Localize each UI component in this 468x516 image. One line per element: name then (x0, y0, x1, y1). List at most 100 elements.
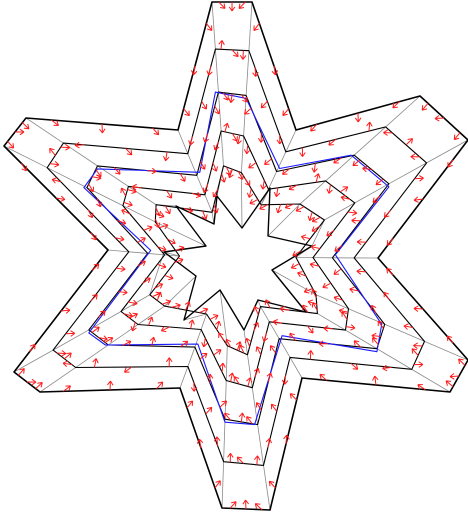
vector-arrow (245, 178, 250, 185)
vector-arrow (184, 109, 190, 116)
vector-arrow (339, 308, 348, 313)
vector-arrow (165, 206, 170, 214)
vector-arrow (202, 101, 207, 109)
vector-arrow (387, 238, 393, 245)
vector-arrow (355, 113, 361, 122)
vector-arrow (215, 106, 220, 114)
vector-field-arrows (8, 2, 465, 510)
mesh-edge (129, 252, 148, 254)
mesh-edge (188, 347, 195, 366)
vector-arrow (411, 154, 420, 160)
vector-arrow (220, 363, 226, 372)
mesh-edge (269, 322, 279, 339)
vector-arrow (200, 308, 208, 313)
vector-arrow (406, 139, 412, 145)
vector-arrow (254, 323, 259, 331)
mesh-edge (205, 195, 212, 212)
mesh-edge (14, 350, 53, 372)
vector-arrow (269, 481, 275, 488)
vector-arrow (384, 210, 390, 217)
nested-star-contours (4, 2, 468, 510)
mesh-edge (226, 346, 227, 381)
mesh-edge (222, 462, 224, 508)
vector-arrow (454, 133, 460, 140)
vector-arrow (187, 401, 193, 408)
vector-arrow (219, 40, 225, 49)
vector-arrow (148, 317, 153, 325)
mesh-edge (258, 425, 264, 466)
vector-arrow (166, 358, 172, 367)
vector-arrow (271, 404, 276, 411)
mesh-edge (220, 290, 227, 346)
vector-arrow (30, 344, 35, 351)
vector-arrow (254, 23, 259, 30)
vector-arrow (334, 269, 341, 274)
vector-arrow (57, 351, 66, 357)
vector-arrow (244, 145, 250, 154)
highlight-loop-path (84, 92, 389, 425)
vector-arrow (243, 500, 249, 509)
mesh-edge (221, 131, 223, 166)
vector-arrow (36, 383, 43, 389)
vector-arrow (384, 292, 389, 299)
mesh-edge (53, 330, 89, 350)
vector-arrow (189, 320, 195, 329)
vector-arrow (256, 347, 261, 355)
vector-arrow (240, 50, 246, 59)
vector-arrow (99, 124, 105, 133)
vector-arrow (367, 122, 373, 131)
vector-arrow (165, 274, 173, 279)
vector-arrow (274, 188, 280, 197)
vector-arrow (290, 394, 296, 400)
vector-arrow (232, 50, 238, 57)
vector-arrow (203, 134, 208, 142)
mesh-edge (76, 345, 109, 367)
mesh-edge (246, 51, 249, 96)
mesh-edge (268, 172, 276, 190)
vector-arrow (228, 453, 234, 462)
mesh-edge (212, 2, 215, 49)
vector-arrow (92, 264, 98, 270)
vector-arrow (163, 152, 169, 161)
vector-arrow (265, 300, 270, 308)
mesh-edge (108, 250, 129, 252)
vector-arrow (180, 174, 185, 182)
mesh-edge (40, 367, 76, 392)
vector-arrow (189, 136, 195, 145)
mesh-edge (26, 118, 63, 143)
vector-arrow (342, 312, 347, 320)
mesh-edge (249, 2, 252, 51)
vector-arrow (203, 184, 208, 192)
vector-arrow (300, 148, 306, 157)
vector-arrow (192, 192, 201, 197)
mesh-edge (427, 140, 468, 163)
mesh-edges (4, 2, 468, 510)
vector-arrow (50, 148, 56, 155)
vector-arrow (210, 315, 218, 320)
vector-arrow (91, 294, 97, 300)
vector-arrow (96, 169, 101, 176)
mesh-edge (155, 222, 206, 246)
vector-arrow (93, 359, 99, 368)
mesh-edge (224, 419, 225, 461)
vector-arrow (250, 199, 258, 204)
mesh-edge (425, 341, 468, 360)
mesh-edge (261, 307, 270, 322)
mesh-edge (241, 173, 242, 228)
vector-arrow (373, 376, 379, 385)
vector-arrow (22, 123, 29, 129)
vector-arrow (121, 188, 126, 196)
vector-arrow (167, 191, 172, 199)
mesh-edge (4, 146, 47, 168)
vector-arrow (323, 283, 331, 288)
mesh-edge (268, 204, 300, 236)
mesh-edge (138, 306, 165, 324)
vector-arrow (308, 350, 314, 359)
mesh-edge (201, 314, 206, 330)
vector-arrow (383, 130, 392, 136)
mesh-edge (148, 253, 165, 254)
vector-arrow (353, 160, 360, 166)
vector-arrow (207, 67, 212, 76)
vector-arrow (291, 264, 299, 269)
